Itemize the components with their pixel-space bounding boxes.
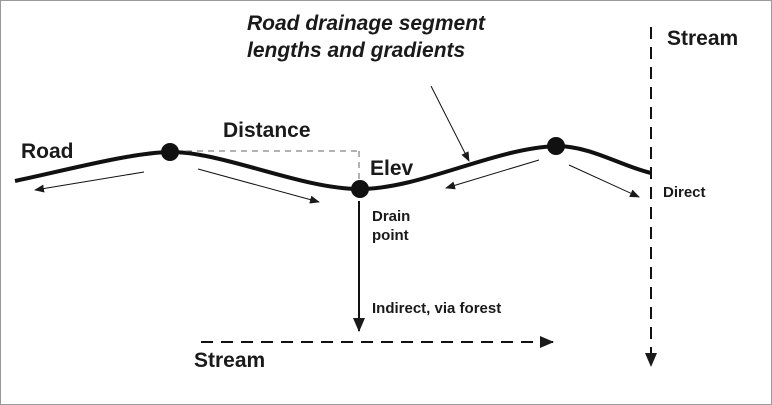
flow-arrow-4 (568, 164, 640, 198)
road-label: Road (21, 140, 74, 163)
drain-point (351, 180, 369, 198)
title-pointer (430, 85, 470, 162)
indirect-label: Indirect, via forest (372, 300, 502, 317)
crest-point-2 (547, 137, 565, 155)
diagram-title-line1: Road drainage segment (247, 12, 486, 35)
crest-point-1 (161, 143, 179, 161)
stream-bottom-label: Stream (194, 349, 266, 372)
flow-arrow-3 (445, 159, 540, 190)
flow-arrow-1 (34, 171, 145, 193)
distance-label: Distance (223, 119, 311, 142)
stream-right-label: Stream (667, 27, 739, 50)
elev-label: Elev (370, 157, 414, 180)
direct-label: Direct (663, 184, 706, 201)
flow-arrow-2 (197, 168, 320, 204)
diagram-title-line2: lengths and gradients (247, 39, 466, 62)
drain-point-label-1: Drain (372, 208, 411, 225)
drain-point-label-2: point (372, 227, 409, 244)
